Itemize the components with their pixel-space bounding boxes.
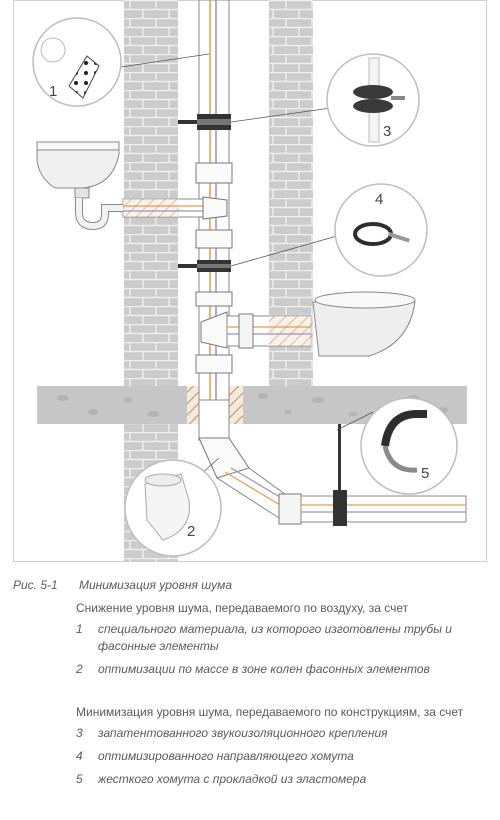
lower-elbow-pipe — [198, 399, 467, 525]
list-item: 4 оптимизированного направляющего хомута — [76, 748, 487, 765]
callout-4: 4 — [334, 183, 428, 277]
callout-2: 2 — [124, 459, 222, 557]
toilet — [312, 291, 416, 357]
item-text: оптимизации по массе в зоне колен фасонн… — [98, 662, 430, 676]
item-text: запатентованного звукоизоляционного креп… — [98, 726, 388, 740]
list-item: 5 жесткого хомута с прокладкой из эласто… — [76, 771, 487, 788]
figure-title: Минимизация уровня шума — [79, 578, 233, 592]
plumbing-noise-diagram: 1 3 4 5 2 — [13, 0, 487, 562]
left-wall — [124, 0, 178, 386]
callout-3: 3 — [326, 53, 420, 147]
clamp-horizontal — [333, 424, 347, 526]
list-item: 1 специального материала, из которого из… — [76, 621, 487, 655]
list-item: 3 запатентованного звукоизоляционного кр… — [76, 725, 487, 742]
callout-1-number: 1 — [49, 83, 57, 100]
leader-lines — [100, 53, 374, 477]
item-number: 5 — [76, 772, 83, 786]
slab-texture — [57, 393, 448, 417]
item-text: оптимизированного направляющего хомута — [98, 749, 354, 763]
callout-2-number: 2 — [187, 523, 195, 540]
sink — [36, 141, 123, 231]
callout-5: 5 — [360, 397, 458, 495]
clamp-lower — [178, 260, 231, 272]
item-number: 1 — [76, 622, 83, 636]
callout-1: 1 — [32, 17, 122, 107]
sink-branch-pipe — [122, 196, 228, 220]
figure-caption: Рис. 5-1 Минимизация уровня шума — [13, 576, 487, 594]
caption-block: Рис. 5-1 Минимизация уровня шума Снижение… — [13, 576, 487, 794]
list-item: 2 оптимизации по массе в зоне колен фасо… — [76, 661, 487, 678]
item-number: 3 — [76, 726, 83, 740]
clamp-upper — [178, 114, 231, 130]
callout-5-number: 5 — [421, 465, 429, 482]
callout-3-number: 3 — [383, 123, 391, 140]
structural-heading: Минимизация уровня шума, передаваемого п… — [76, 705, 464, 719]
item-text: жесткого хомута с прокладкой из эластоме… — [98, 772, 367, 786]
item-number: 2 — [76, 662, 83, 676]
callout-4-number: 4 — [375, 191, 383, 208]
toilet-branch-pipe — [200, 311, 313, 349]
airborne-heading: Снижение уровня шума, передаваемого по в… — [76, 601, 409, 615]
item-number: 4 — [76, 749, 83, 763]
figure-number: Рис. 5-1 — [13, 578, 58, 592]
item-text: специального материала, из которого изго… — [98, 622, 452, 653]
